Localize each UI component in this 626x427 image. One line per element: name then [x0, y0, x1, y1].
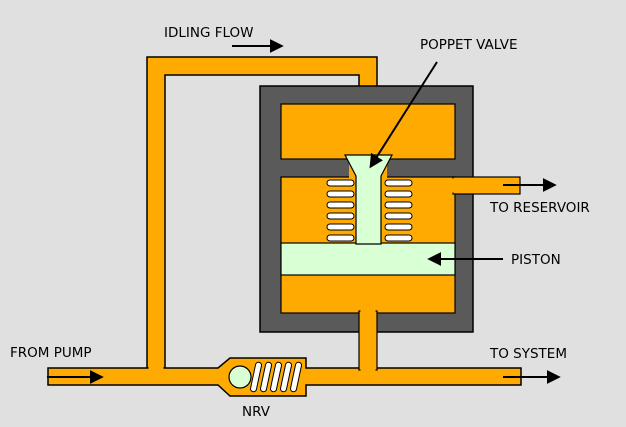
- label-nrv: NRV: [242, 404, 271, 420]
- spring-left: [326, 179, 355, 242]
- piston: [280, 242, 456, 276]
- label-piston: PISTON: [511, 252, 561, 268]
- upper-chamber: [280, 103, 456, 160]
- label-idling-flow: IDLING FLOW: [164, 25, 254, 41]
- poppet-valve: [344, 154, 393, 245]
- spring-right: [384, 179, 413, 242]
- label-from-pump: FROM PUMP: [10, 345, 92, 361]
- nrv-ball: [228, 365, 252, 389]
- nrv-spring: [250, 361, 302, 393]
- label-to-reservoir: TO RESERVOIR: [489, 200, 590, 216]
- label-poppet-valve: POPPET VALVE: [420, 37, 518, 53]
- label-to-system: TO SYSTEM: [489, 346, 567, 362]
- poppet-pointer-arrow: [369, 61, 438, 169]
